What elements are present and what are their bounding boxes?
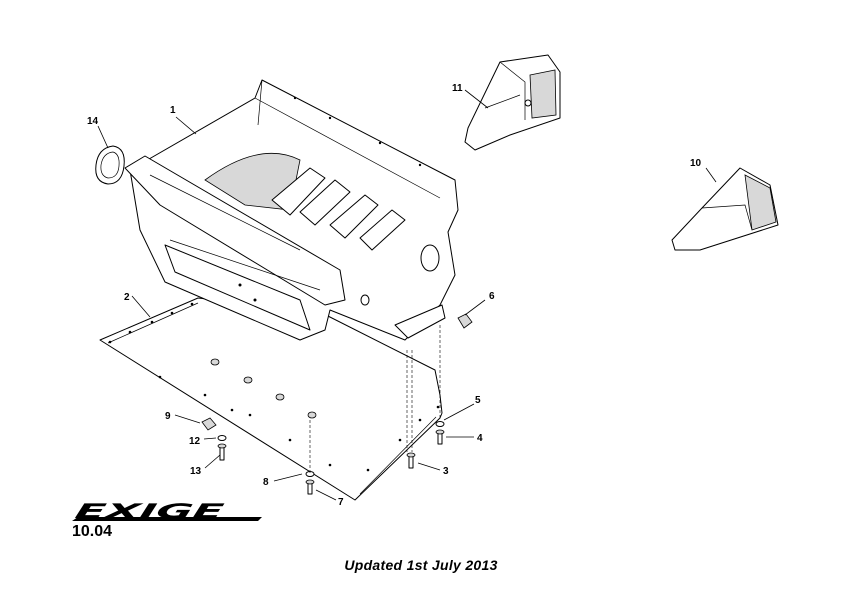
leader-lines (97, 89, 717, 501)
callout-10: 10 (690, 158, 702, 169)
assembly-guides (309, 325, 441, 474)
part-1-chassis-tub (124, 79, 459, 341)
callout-1: 1 (170, 105, 176, 116)
callout-11: 11 (452, 83, 463, 94)
callout-7: 7 (338, 497, 344, 508)
callout-12: 12 (189, 436, 201, 447)
part-14-grommet-ring (95, 145, 125, 185)
part-11-bracket (464, 54, 561, 151)
footer-updated-date: Updated 1st July 2013 (344, 557, 498, 573)
callout-8: 8 (263, 477, 269, 488)
callout-13: 13 (190, 466, 202, 477)
callout-5: 5 (475, 395, 481, 406)
callout-6: 6 (489, 291, 495, 302)
part-2-undertray (99, 297, 443, 501)
callout-14: 14 (87, 116, 99, 127)
callout-4: 4 (477, 433, 483, 444)
part-9-clip (201, 417, 217, 431)
exige-logo: EXIGE (72, 499, 262, 523)
callout-2: 2 (124, 292, 130, 303)
part-6-clip (457, 313, 473, 329)
callout-labels: 1 2 3 4 5 6 7 8 9 10 11 12 13 14 (87, 83, 702, 508)
page-code: 10.04 (72, 523, 113, 540)
part-10-wedge (671, 167, 779, 251)
callout-3: 3 (443, 466, 449, 477)
callout-9: 9 (165, 411, 171, 422)
